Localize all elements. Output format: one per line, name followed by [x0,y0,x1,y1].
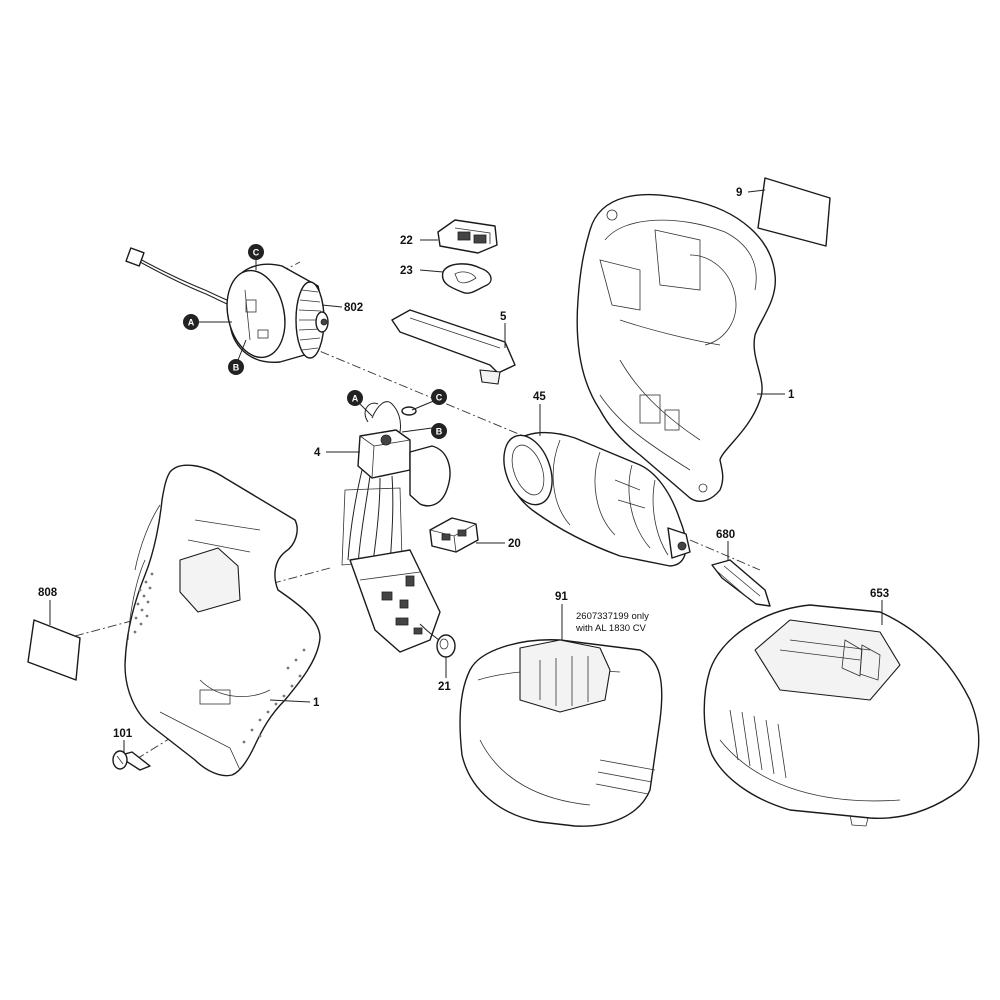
part-653-charger [703,604,980,827]
part-680-screwdriver-bit [711,559,771,607]
callout-808: 808 [38,587,58,599]
callout-4: 4 [314,447,321,459]
grip-texture [133,572,306,744]
callout-653: 653 [870,588,889,600]
part-91-battery [459,639,663,827]
callout-91: 91 [555,591,568,603]
part-22-switch-cap [437,219,498,254]
connection-badges: A C B A C B [183,244,447,439]
part-9-label-sticker [757,177,831,247]
badge-motor-a: A [183,314,199,330]
callout-680: 680 [716,529,735,541]
part-91-note: 2607337199 only with AL 1830 CV [575,611,649,634]
part-45-gearbox-chuck [503,431,691,567]
badge-switch-a: A [347,390,363,406]
part-5-slide-bar [391,309,516,385]
part-20-direction-switch [429,517,479,553]
badge-motor-c: C [248,244,264,260]
callout-5: 5 [500,311,507,323]
part-1-housing-right [576,193,776,502]
callout-9: 9 [736,187,742,199]
svg-text:C: C [253,248,260,258]
callout-1-top: 1 [788,389,795,401]
svg-text:B: B [436,427,443,437]
svg-text:A: A [352,394,359,404]
part-808-label-sticker [27,619,81,681]
callout-labels: 9 22 23 802 5 1 45 4 20 680 808 91 653 2… [38,187,889,740]
badge-switch-c: C [431,389,447,405]
part-23-spring [441,263,492,294]
callout-23: 23 [400,265,413,277]
svg-text:B: B [233,363,240,373]
callout-22: 22 [400,235,413,247]
svg-text:C: C [436,393,443,403]
callout-45: 45 [533,391,546,403]
callout-20: 20 [508,538,521,550]
part-91-note-line1: 2607337199 only [576,611,649,622]
part-101-screw [112,750,151,771]
callout-1-bottom: 1 [313,697,320,709]
part-91-note-line2: with AL 1830 CV [575,623,647,634]
part-1-housing-left [124,464,321,777]
callout-101: 101 [113,728,133,740]
badge-switch-b: B [431,423,447,439]
part-802-motor [125,247,329,363]
callout-802: 802 [344,302,363,314]
svg-text:A: A [188,318,195,328]
badge-motor-b: B [228,359,244,375]
leader-lines [49,189,883,752]
part-4-switch-assembly [341,401,451,653]
callout-21: 21 [438,681,451,693]
